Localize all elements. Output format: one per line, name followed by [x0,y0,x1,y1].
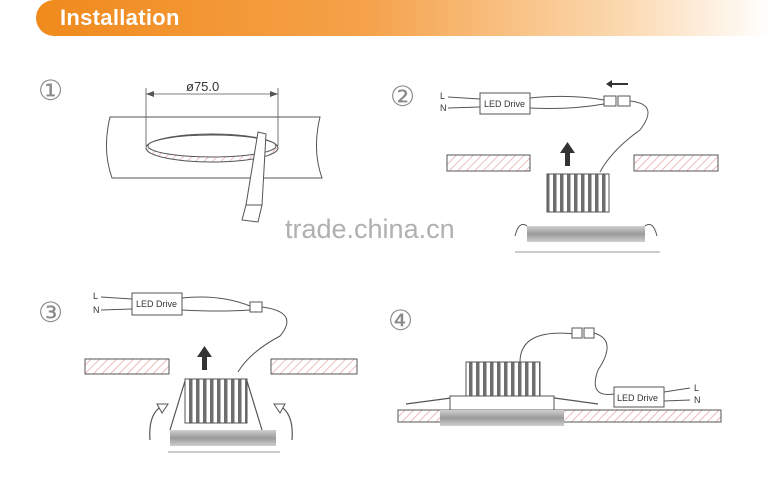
lamp-flange [440,410,564,426]
ceiling-right [633,154,719,172]
live-label: L [694,383,699,393]
header-banner: Installation [36,0,770,36]
page-title: Installation [60,5,180,30]
ceiling-right [270,358,358,375]
step-3-number: ③ [38,296,63,329]
neutral-label: N [440,103,447,113]
live-label: L [440,91,445,101]
arrow-up-icon [197,346,212,357]
led-driver [613,386,665,408]
step-4: ④ LED Drive L N [388,304,722,426]
connector [603,95,617,107]
led-driver [479,92,531,115]
spring-clips [169,380,263,431]
step-1-number: ① [38,74,63,107]
live-label: L [93,291,98,301]
step-2-number: ② [390,80,415,113]
connector [249,301,263,313]
arrow-up-icon [560,142,575,153]
lamp-body [184,378,248,424]
neutral-label: N [694,395,701,405]
lamp-body [465,361,541,397]
lamp-flange [527,226,645,242]
step-3: ③ L N LED Drive [38,291,358,453]
lamp-body [546,173,610,213]
step-1: ① ø75.0 [38,74,323,223]
step-2: ② L N LED Drive [390,80,719,253]
ceiling-left [84,358,170,375]
led-driver-label: LED Drive [484,99,525,109]
led-driver-label: LED Drive [136,299,177,309]
neutral-label: N [93,305,100,315]
dimension-label: ø75.0 [186,79,219,94]
watermark: trade.china.cn [285,214,455,244]
step-4-number: ④ [388,304,413,337]
led-driver [131,292,183,316]
lamp-flange [170,430,276,446]
ceiling-left [446,154,531,172]
led-driver-label: LED Drive [617,393,658,403]
connector [571,327,583,339]
arrow-left-icon [606,80,612,88]
